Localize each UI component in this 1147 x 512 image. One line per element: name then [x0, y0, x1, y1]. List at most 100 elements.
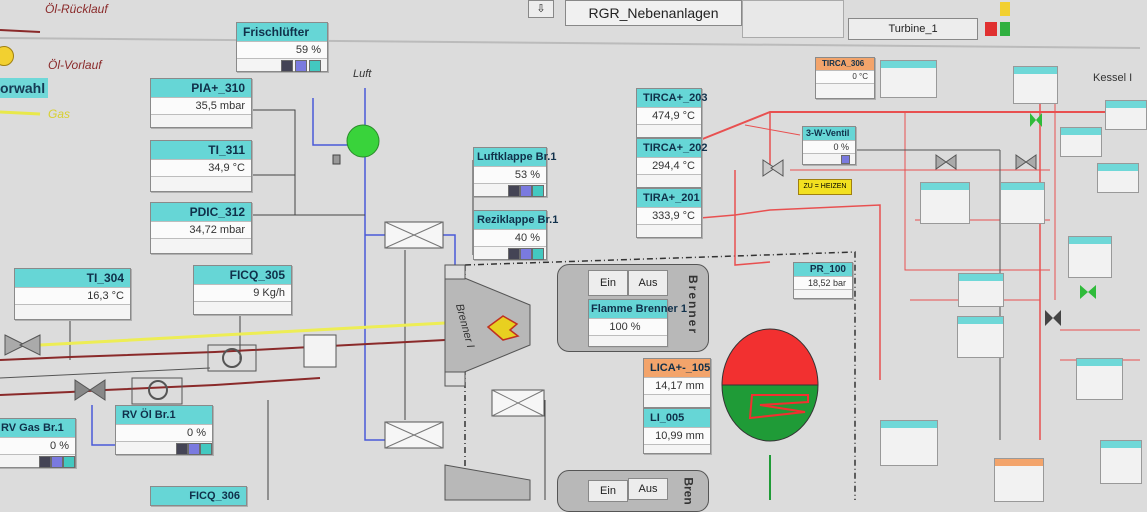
tag-name: Reziklappe Br.1 [474, 211, 558, 229]
air-damper [384, 221, 444, 249]
warning-indicator-icon[interactable] [1000, 2, 1010, 16]
tag-tirca-203[interactable]: TIRCA+_203 474,9 °C [636, 88, 708, 138]
tag-rv-gas[interactable]: RV Gas Br.1 0 % [0, 418, 76, 468]
air-damper-2 [384, 421, 444, 449]
tag-small[interactable] [880, 420, 938, 466]
manual-mode-icon[interactable] [508, 248, 520, 260]
tag-ficq-306[interactable]: FICQ_306 [150, 486, 247, 506]
tag-name: Frischlüfter [237, 23, 327, 41]
tag-pi-100[interactable]: PR_100 18,52 bar [793, 262, 853, 299]
tag-small[interactable] [1013, 66, 1058, 104]
tag-value: 35,5 mbar [151, 97, 251, 114]
tag-pdic-312[interactable]: PDIC_312 34,72 mbar [150, 202, 252, 254]
tag-value: 34,9 °C [151, 159, 251, 176]
tag-tirca-202[interactable]: TIRCA+_202 294,4 °C [636, 138, 708, 188]
tag-value: 333,9 °C [637, 207, 701, 224]
air-label: Luft [353, 68, 372, 80]
tag-pia-310[interactable]: PIA+_310 35,5 mbar [150, 78, 252, 128]
auto-mode-icon[interactable] [841, 155, 850, 164]
tag-tira-201[interactable]: TIRA+_201 333,9 °C [636, 188, 702, 238]
preselect-badge[interactable]: orwahl [0, 78, 48, 98]
manual-mode-icon[interactable] [508, 185, 520, 197]
tag-small[interactable] [920, 182, 970, 224]
tag-frischluefter[interactable]: Frischlüfter 59 % [236, 22, 328, 72]
tag-value: 59 % [237, 41, 327, 58]
tag-small[interactable] [1097, 163, 1139, 193]
ok-indicator-icon[interactable] [1000, 22, 1010, 36]
tag-3w-ventil[interactable]: 3-W-Ventil 0 % [802, 126, 856, 165]
flame-icon [486, 315, 520, 341]
tag-small[interactable] [1100, 440, 1142, 484]
tag-small[interactable] [1105, 100, 1147, 130]
screen-title[interactable]: RGR_Nebenanlagen [565, 0, 742, 26]
tag-name: LI_005 [644, 409, 710, 427]
oil-pump-indicator-icon [0, 46, 14, 66]
tag-value: 294,4 °C [637, 157, 701, 174]
tag-small[interactable] [958, 273, 1004, 307]
auto-mode-icon[interactable] [200, 443, 212, 455]
burner-2-on-button[interactable]: Ein [588, 480, 628, 502]
tag-name: TIRCA+_203 [637, 89, 708, 107]
auto-mode-icon[interactable] [532, 185, 544, 197]
tag-rv-oel[interactable]: RV Öl Br.1 0 % [115, 405, 213, 455]
tag-name: RV Gas Br.1 [0, 419, 75, 437]
legend-oil-supply: Öl-Vorlauf [48, 58, 102, 72]
tag-value: 40 % [474, 229, 546, 246]
tag-small[interactable] [880, 60, 937, 98]
hand-mode-icon[interactable] [295, 60, 307, 72]
turbine-select[interactable]: Turbine_1 [848, 18, 978, 40]
tag-small[interactable] [1076, 358, 1123, 400]
status-zu-heizen: ZU = HEIZEN [798, 179, 852, 195]
tag-value: 34,72 mbar [151, 221, 251, 238]
alarm-indicator-icon[interactable] [985, 22, 997, 36]
tag-ficq-305[interactable]: FICQ_305 9 Kg/h [193, 265, 292, 315]
tag-value: 100 % [589, 318, 667, 335]
tag-name: Luftklappe Br.1 [474, 148, 556, 166]
tag-value: 14,17 mm [644, 377, 710, 394]
hand-mode-icon[interactable] [520, 185, 532, 197]
tag-value: 53 % [474, 166, 546, 183]
tag-flamme-brenner-1[interactable]: Flamme Brenner 1 100 % [588, 299, 687, 347]
legend-oil-return: Öl-Rücklauf [45, 2, 108, 16]
tag-value: 0 % [803, 140, 855, 153]
manual-mode-icon[interactable] [39, 456, 51, 468]
burner-off-button[interactable]: Aus [628, 270, 668, 296]
auto-mode-icon[interactable] [309, 60, 321, 72]
tag-name: 3-W-Ventil [803, 127, 855, 140]
tag-small[interactable] [994, 458, 1044, 502]
tag-small[interactable] [1068, 236, 1112, 278]
manual-mode-icon[interactable] [281, 60, 293, 72]
hand-mode-icon[interactable] [51, 456, 63, 468]
burner-on-button[interactable]: Ein [588, 270, 628, 296]
tag-ti-304[interactable]: TI_304 16,3 °C [14, 268, 131, 320]
tag-name: TI_311 [151, 141, 251, 159]
tag-luftklappe[interactable]: Luftklappe Br.1 53 % [473, 147, 556, 197]
tag-value: 18,52 bar [794, 276, 852, 289]
burner-panel-label: Brenner [686, 274, 701, 336]
tag-tirca-306[interactable]: TIRCA_306 0 °C [815, 57, 875, 99]
tag-small[interactable] [1060, 127, 1102, 157]
tag-name: PR_100 [794, 263, 852, 276]
tag-name: TIRCA+_202 [637, 139, 708, 157]
top-status-cells [742, 0, 844, 38]
tag-small[interactable] [957, 316, 1004, 358]
tag-ti-311[interactable]: TI_311 34,9 °C [150, 140, 252, 192]
tag-name: PDIC_312 [151, 203, 251, 221]
hand-mode-icon[interactable] [520, 248, 532, 260]
tag-name: TIRA+_201 [637, 189, 701, 207]
scroll-down-button[interactable]: ⇩ [528, 0, 554, 18]
tag-reziklappe[interactable]: Reziklappe Br.1 40 % [473, 210, 558, 260]
auto-mode-icon[interactable] [63, 456, 75, 468]
burner-2-panel-label: Bren [681, 477, 696, 505]
tag-name: RV Öl Br.1 [116, 406, 212, 424]
tag-value: 0 °C [816, 70, 874, 83]
burner-2-off-button[interactable]: Aus [628, 478, 668, 500]
tag-name: LICA+-_105 [644, 359, 710, 377]
tag-small[interactable] [1000, 182, 1045, 224]
tag-lica-105[interactable]: LICA+-_105 14,17 mm [643, 358, 711, 408]
auto-mode-icon[interactable] [532, 248, 544, 260]
hand-mode-icon[interactable] [188, 443, 200, 455]
manual-mode-icon[interactable] [176, 443, 188, 455]
tag-value: 10,99 mm [644, 427, 710, 444]
tag-li-005[interactable]: LI_005 10,99 mm [643, 408, 711, 454]
